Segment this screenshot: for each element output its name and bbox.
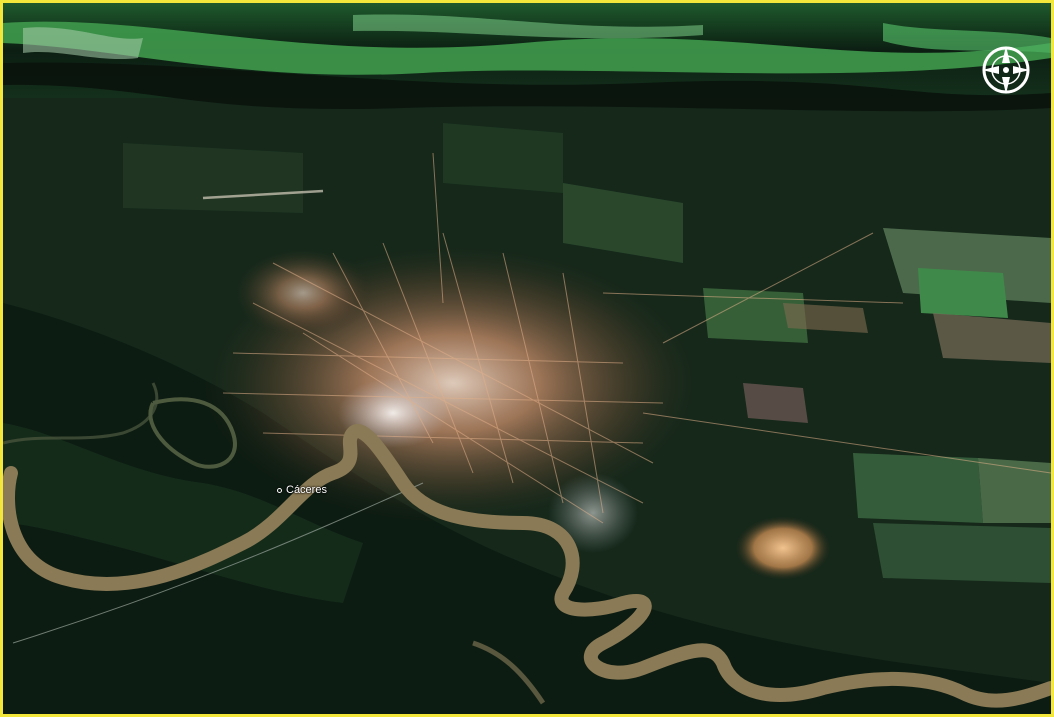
wetland-forest — [3, 303, 1051, 714]
compass-icon[interactable] — [979, 43, 1033, 97]
urban-southeast — [548, 473, 638, 553]
river-branch — [148, 397, 237, 469]
farm-fields — [123, 123, 1051, 583]
bare-ground-patch — [735, 516, 831, 580]
urban-area-north — [233, 248, 373, 338]
place-label-text: Cáceres — [286, 484, 327, 496]
place-marker-icon — [277, 487, 282, 493]
satellite-terrain[interactable] — [3, 3, 1051, 714]
wetland-texture — [3, 423, 363, 603]
highway — [12, 482, 424, 644]
street-grid — [222, 152, 1051, 524]
airstrip — [202, 189, 324, 200]
river — [3, 424, 1051, 708]
place-label-caceres[interactable]: Cáceres — [277, 484, 327, 496]
river-branch-west — [3, 382, 159, 445]
river-branch-south — [472, 640, 546, 705]
ridge-streaks — [3, 14, 1051, 112]
